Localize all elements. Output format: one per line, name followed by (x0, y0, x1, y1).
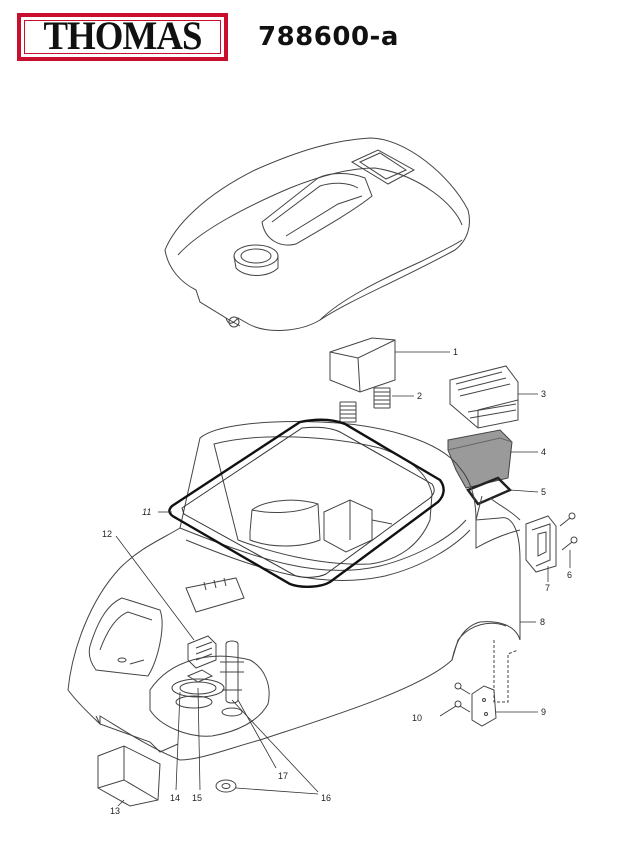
part-6-screws (559, 512, 578, 551)
part-1-wedge (329, 337, 396, 393)
callout-16: 16 (321, 793, 331, 803)
brand-logo-text: THOMAS (43, 13, 202, 58)
callout-2: 2 (417, 391, 422, 401)
callout-5: 5 (541, 487, 546, 497)
leader-lines (115, 351, 571, 807)
callout-9: 9 (541, 707, 546, 717)
page-header: THOMAS 788600-a (0, 0, 632, 70)
part-3-filter-block (449, 365, 519, 429)
part-12-switch (187, 635, 217, 669)
callout-12: 12 (102, 529, 112, 539)
callout-13: 13 (110, 806, 120, 816)
callout-10: 10 (412, 713, 422, 723)
callout-3: 3 (541, 389, 546, 399)
callout-11: 11 (142, 507, 151, 517)
callout-4: 4 (541, 447, 546, 457)
brand-logo: THOMAS (17, 13, 228, 61)
part-16-nut (215, 779, 237, 793)
part-8-tub-body (67, 421, 521, 761)
callout-6: 6 (567, 570, 572, 580)
callout-labels: 1 2 3 4 5 6 7 8 9 10 11 12 13 14 15 16 1… (102, 347, 572, 816)
callout-1: 1 (453, 347, 458, 357)
callout-17: 17 (278, 771, 288, 781)
part-9-hinge (471, 685, 497, 727)
part-13-plate (97, 745, 161, 807)
callout-7: 7 (545, 583, 550, 593)
part-2-springs (339, 387, 391, 423)
brand-logo-frame (24, 20, 221, 54)
part-10-screws (454, 682, 471, 713)
callout-15: 15 (192, 793, 202, 803)
top-lid-part (164, 137, 470, 331)
callout-14: 14 (170, 793, 180, 803)
part-7-latch-clip (525, 515, 557, 573)
part-11-seal-ring (168, 418, 445, 588)
part-4-filter-pad (447, 429, 513, 489)
document-id: 788600-a (258, 22, 399, 52)
exploded-parts-diagram: 1 2 3 4 5 6 7 8 9 10 11 12 13 14 15 16 1… (0, 70, 632, 850)
callout-8: 8 (540, 617, 545, 627)
